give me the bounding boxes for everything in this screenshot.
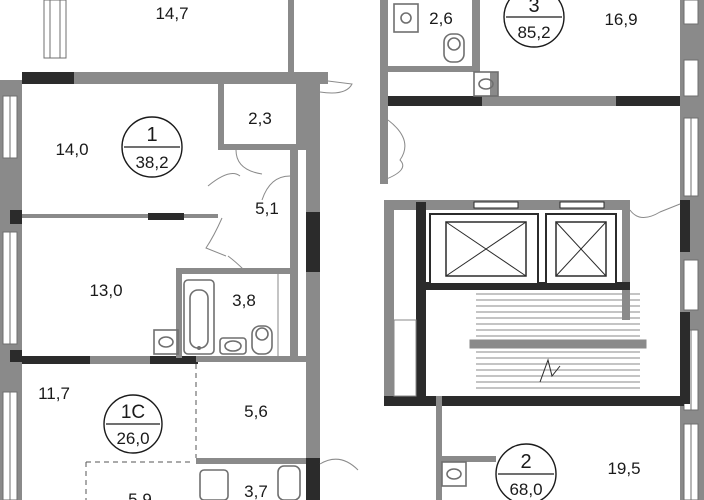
apartment-total-area: 26,0	[116, 429, 149, 448]
apartment-total-area: 68,0	[509, 480, 542, 499]
room-area: 13,0	[89, 281, 122, 300]
apartment-number: 2	[520, 451, 531, 473]
room-area: 5,6	[244, 402, 268, 421]
apartment-number: 1	[146, 124, 157, 146]
apartment-total-area: 85,2	[517, 23, 550, 42]
apartment-total-area: 38,2	[135, 153, 168, 172]
room-labels: 14,7 2,6 16,9 14,0 2,3 5,1 13,0 3,8 11,7…	[38, 4, 640, 500]
room-area: 2,6	[429, 9, 453, 28]
building-core	[384, 200, 684, 500]
apartment-1-walls	[22, 84, 320, 500]
apartment-3-walls	[380, 0, 690, 184]
room-area: 19,5	[607, 459, 640, 478]
apartment-badge-3: 3 85,2	[503, 0, 565, 48]
elevator-2	[545, 201, 617, 285]
room-area: 5,1	[255, 199, 279, 218]
bathroom-3-8-fixtures	[153, 270, 279, 356]
room-area: 14,7	[155, 4, 188, 23]
staircase	[469, 293, 647, 389]
right-facade	[680, 0, 704, 500]
apartment-badge-2: 2 68,0	[495, 443, 557, 500]
apartment-number: 3	[528, 0, 539, 17]
apartment-badge-1: 1 38,2	[121, 116, 183, 178]
elevator-1	[429, 201, 539, 285]
apartment-badge-1c: 1С 26,0	[103, 394, 163, 454]
left-facade	[0, 80, 22, 500]
room-area: 2,3	[248, 109, 272, 128]
top-left-block	[22, 0, 328, 84]
room-area: 14,0	[55, 140, 88, 159]
apartment-1c-walls	[85, 364, 359, 500]
room-area: 3,8	[232, 291, 256, 310]
room-area: 11,7	[38, 384, 70, 403]
room-area: 3,7	[244, 482, 268, 500]
room-area: 16,9	[604, 10, 637, 29]
room-area: 5,9	[128, 490, 152, 500]
apartment-2-walls	[436, 456, 496, 487]
apartment-number: 1С	[121, 402, 145, 423]
door-swings	[205, 79, 353, 271]
